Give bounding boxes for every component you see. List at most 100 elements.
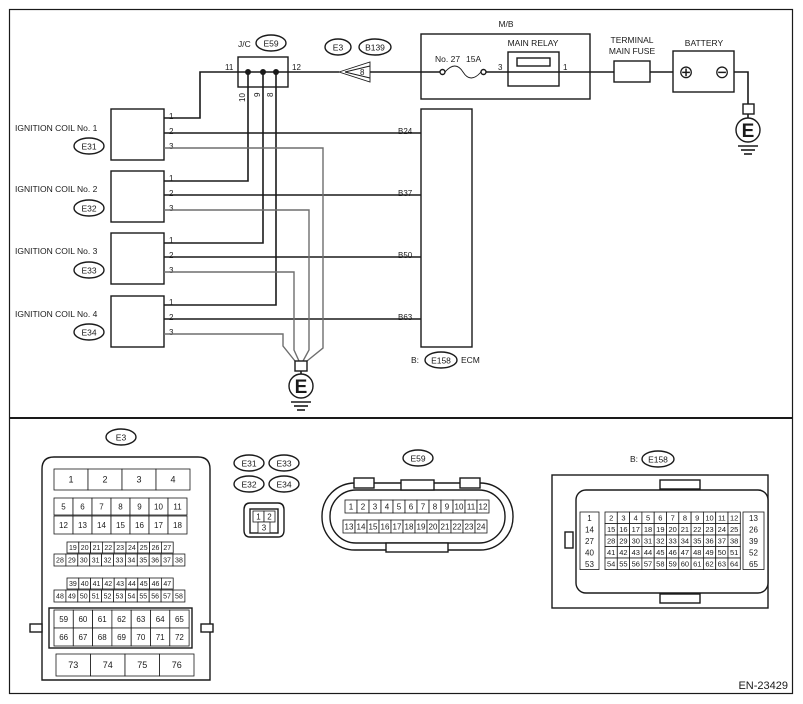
pin-label: 42 bbox=[619, 548, 627, 557]
pin-label: 62 bbox=[705, 559, 713, 568]
e59-lock-top-mid bbox=[400, 479, 435, 491]
pin-label: 60 bbox=[681, 559, 689, 568]
e59-lock-bottom bbox=[385, 542, 449, 553]
diagram-frame bbox=[8, 8, 794, 695]
ecm-connector-badge bbox=[424, 351, 458, 369]
pin-label: 5 bbox=[397, 502, 402, 511]
pin-label: 59 bbox=[59, 615, 68, 624]
ecm-box bbox=[420, 108, 473, 348]
coil-3-connector-label: E33 bbox=[81, 266, 96, 276]
battery-label: BATTERY bbox=[685, 38, 724, 48]
pin-label: 7 bbox=[671, 513, 675, 522]
pin-label: 51 bbox=[92, 594, 100, 601]
relay-label: MAIN RELAY bbox=[508, 38, 559, 48]
pin-label: 33 bbox=[668, 536, 676, 545]
pin-label: 8 bbox=[683, 513, 687, 522]
coil-4-label: IGNITION COIL No. 4 bbox=[15, 309, 98, 319]
jc-pin-11: 11 bbox=[225, 63, 234, 72]
pin-label: 17 bbox=[393, 522, 402, 531]
battery-plus-icon: ⊕ bbox=[678, 62, 693, 82]
pin-label: 9 bbox=[137, 502, 142, 511]
pin-cell bbox=[167, 497, 188, 516]
terminal-main-fuse bbox=[613, 60, 651, 83]
pin-label: 43 bbox=[116, 581, 124, 588]
pin-label: 55 bbox=[619, 559, 627, 568]
pin-label: 75 bbox=[137, 660, 147, 670]
coil-2-ecm-pin: B37 bbox=[398, 189, 413, 198]
coil-1-pin-1: 1 bbox=[169, 112, 174, 121]
pin-label: 41 bbox=[607, 548, 615, 557]
pin-label: 18 bbox=[405, 522, 414, 531]
pin-label: 44 bbox=[644, 548, 652, 557]
pin-label: 18 bbox=[644, 525, 652, 534]
battery-ground-symbol: E bbox=[742, 121, 755, 142]
e3-connector-label: E3 bbox=[116, 433, 127, 443]
pin-label: 6 bbox=[80, 502, 85, 511]
pin-label: 25 bbox=[730, 525, 738, 534]
fuse-terminal-left bbox=[439, 68, 446, 76]
coil-2-label: IGNITION COIL No. 2 bbox=[15, 184, 98, 194]
pin-label: 65 bbox=[175, 615, 184, 624]
ignition-coil-1: IGNITION COIL No. 1 E31 1 2 3 B24 bbox=[15, 108, 413, 161]
pin-label: 24 bbox=[477, 522, 486, 531]
wire-coil2-power bbox=[164, 72, 249, 182]
pin-label: 63 bbox=[136, 615, 145, 624]
pin-label: 64 bbox=[156, 615, 165, 624]
pin-label: 2 bbox=[361, 502, 366, 511]
mb-fuse-rating: 15A bbox=[466, 54, 481, 64]
ignition-coil-2: IGNITION COIL No. 2 E32 1 2 3 B37 bbox=[15, 170, 413, 223]
pin-label: 51 bbox=[730, 548, 738, 557]
pin-label: 27 bbox=[585, 537, 594, 546]
pin-label: 6 bbox=[658, 513, 662, 522]
coil-4-ecm-pin: B63 bbox=[398, 313, 413, 322]
pin-label: 6 bbox=[409, 502, 414, 511]
pin-label: 13 bbox=[749, 514, 758, 523]
mb-box bbox=[420, 33, 591, 100]
jc-pin-10: 10 bbox=[238, 93, 247, 102]
main-relay-box bbox=[507, 51, 560, 87]
e59-lock-top-right bbox=[459, 477, 481, 489]
coil-4-pin-3: 3 bbox=[169, 328, 174, 337]
relay-pin-3: 3 bbox=[498, 63, 503, 72]
coil-view-label-e31: E31 bbox=[241, 459, 256, 469]
jc-connector-label: E59 bbox=[263, 39, 278, 49]
e3-tab-left bbox=[29, 623, 43, 633]
pin-label: 1 bbox=[587, 514, 592, 523]
pin-label: 29 bbox=[68, 558, 76, 565]
pin-label: 33 bbox=[116, 558, 124, 565]
pin-label: 3 bbox=[373, 502, 378, 511]
wire-coil1-ground bbox=[164, 147, 324, 362]
pin-label: 45 bbox=[656, 548, 664, 557]
pin-label: 11 bbox=[718, 513, 726, 522]
pin-label: 58 bbox=[175, 594, 183, 601]
wire-coil3-power bbox=[164, 72, 264, 244]
pin-label: 49 bbox=[705, 548, 713, 557]
pin-label: 16 bbox=[619, 525, 627, 534]
pin-label: 22 bbox=[453, 522, 462, 531]
pin-label: 40 bbox=[585, 548, 594, 557]
pin-label: 2 bbox=[102, 475, 107, 485]
coil-3-pin-3: 3 bbox=[169, 266, 174, 275]
pin-label: 52 bbox=[749, 548, 758, 557]
pin-label: 7 bbox=[421, 502, 426, 511]
coil-3-connector-badge bbox=[73, 261, 105, 279]
pin-label: 21 bbox=[93, 545, 101, 552]
pin-label: 24 bbox=[128, 545, 136, 552]
e59-connector-label: E59 bbox=[410, 454, 425, 464]
pin-label: 58 bbox=[656, 559, 664, 568]
pin-label: 16 bbox=[135, 521, 144, 530]
pin-label: 30 bbox=[80, 558, 88, 565]
e158-top-latch bbox=[659, 479, 701, 490]
pin-column-frame bbox=[579, 511, 600, 570]
pin-label: 55 bbox=[139, 594, 147, 601]
coil-view-label-e34: E34 bbox=[276, 480, 291, 490]
pin-label: 68 bbox=[98, 633, 107, 642]
e59-lock-top-left bbox=[353, 477, 375, 489]
pin-label: 60 bbox=[78, 615, 87, 624]
e158-side-latch bbox=[564, 531, 574, 549]
ignition-coil-4: IGNITION COIL No. 4 E34 1 2 3 B63 bbox=[15, 295, 413, 348]
